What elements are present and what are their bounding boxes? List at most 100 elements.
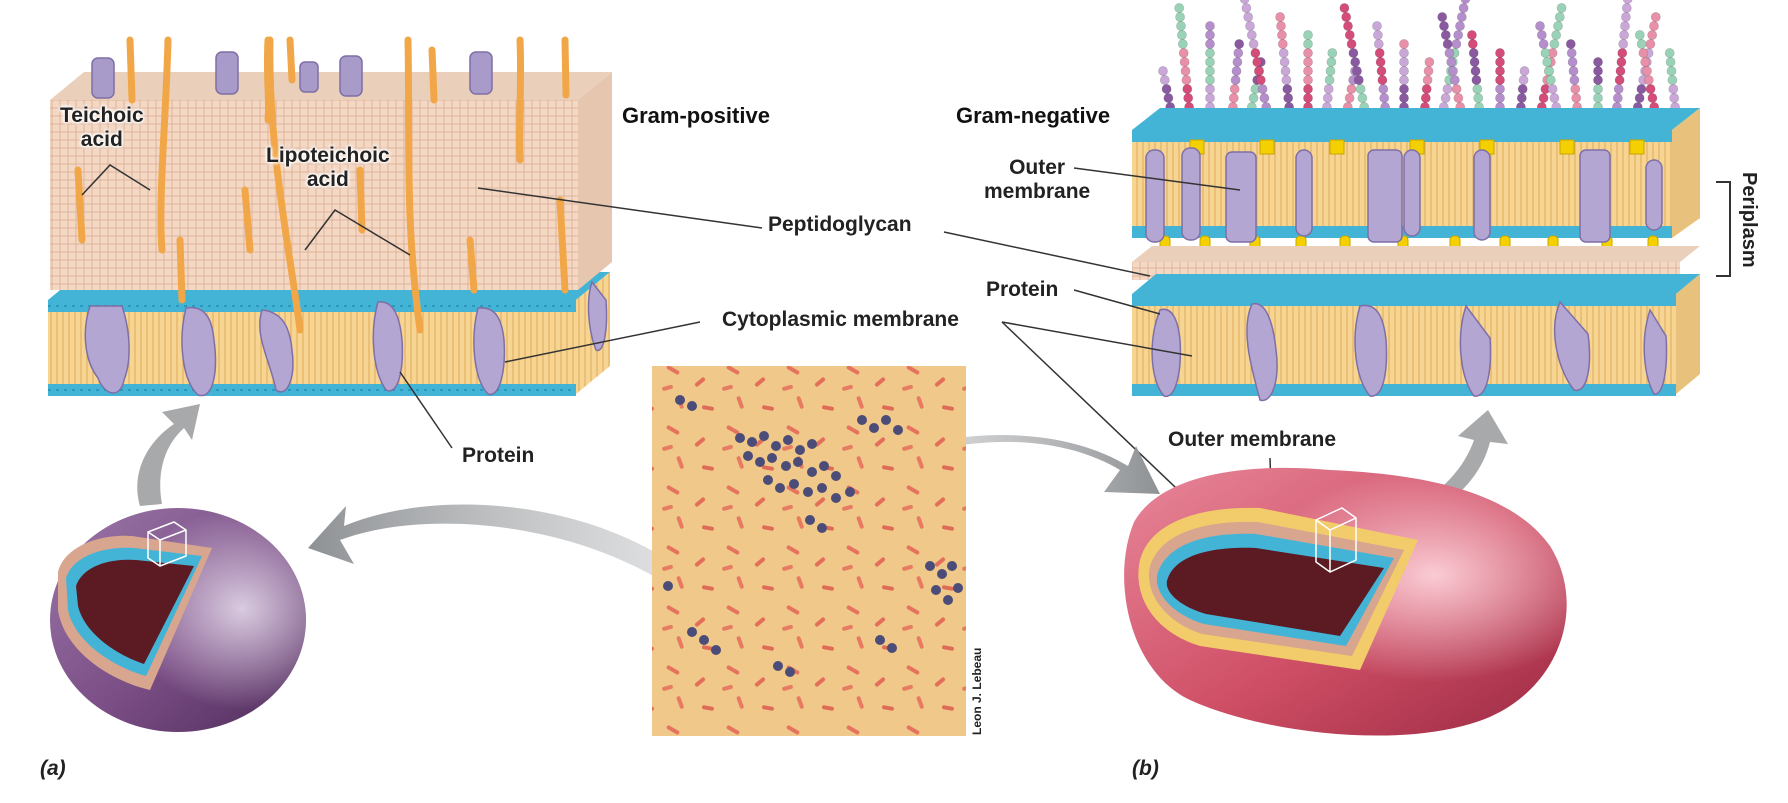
lps-bead: [1634, 93, 1645, 103]
lps-bead: [1350, 57, 1361, 67]
lps-bead: [1163, 93, 1174, 103]
lps-bead: [1205, 48, 1215, 58]
lps-bead: [1180, 66, 1191, 76]
lps-bead: [1638, 48, 1649, 58]
lps-bead: [1542, 57, 1553, 67]
lps-bead: [1495, 84, 1505, 94]
gn-membrane-proteins: [1145, 147, 1668, 402]
lps-bead: [1517, 84, 1528, 94]
lps-bead: [1451, 39, 1462, 49]
lps-bead: [1255, 75, 1266, 85]
lps-bead: [1642, 66, 1652, 76]
lps-bead: [1276, 21, 1286, 31]
lps-bead: [1205, 66, 1215, 76]
outer-membrane-top-label: Outer membrane: [984, 156, 1090, 203]
lps-bead: [1467, 39, 1478, 49]
lps-bead: [1343, 21, 1353, 31]
lps-bead: [1327, 48, 1338, 58]
lps-bead: [1275, 12, 1285, 22]
lps-bead: [1495, 57, 1505, 67]
gn-zoom-cube: [1315, 507, 1357, 573]
lps-bead: [1640, 57, 1651, 67]
lps-bead: [1446, 57, 1457, 67]
lps-bead: [1495, 48, 1505, 58]
lps-bead: [1182, 84, 1193, 94]
lps-bead: [1460, 0, 1471, 4]
lps-bead: [1470, 66, 1481, 76]
lps-bead: [1239, 0, 1250, 4]
lps-bead: [1593, 93, 1603, 103]
lps-bead: [1643, 75, 1654, 85]
lps-bead: [1278, 48, 1289, 58]
lps-bead: [1303, 75, 1313, 85]
lps-bead: [1622, 0, 1633, 4]
lps-bead: [1230, 75, 1241, 85]
lps-bead: [1634, 30, 1645, 40]
lps-bead: [1424, 57, 1435, 67]
lps-bead: [1538, 39, 1549, 49]
teichoic-acid-chains: [74, 36, 570, 334]
teichoic-acid-line-2: acid: [80, 127, 123, 151]
arrow-up-gram-positive: [137, 404, 200, 506]
lps-bead: [1373, 39, 1384, 49]
lps-bead: [1243, 12, 1254, 22]
lps-bead: [1376, 66, 1387, 76]
lps-bead: [1556, 3, 1567, 13]
lps-bead: [1645, 39, 1656, 49]
gp-surface-proteins: [91, 51, 493, 99]
gram-stain-micrograph: [652, 366, 966, 736]
lps-bead: [1519, 66, 1530, 76]
lps-bead: [1472, 84, 1483, 94]
gram-negative-cell: [1124, 467, 1567, 736]
lps-bead: [1252, 57, 1263, 67]
lps-bead: [1668, 84, 1679, 94]
lps-bead: [1259, 93, 1270, 103]
lipoteichoic-acid-line-1: Lipoteichoic: [266, 144, 390, 167]
lps-bead: [1246, 30, 1257, 40]
lps-bead: [1159, 75, 1170, 85]
lps-bead: [1248, 39, 1259, 49]
lps-bead: [1178, 48, 1189, 58]
lps-bead: [1303, 66, 1313, 76]
lps-bead: [1234, 39, 1245, 49]
lps-bead: [1593, 57, 1603, 67]
lps-bead: [1453, 30, 1464, 40]
lipoteichoic-acid-line-2: acid: [306, 167, 349, 191]
lps-bead: [1549, 93, 1560, 103]
gp-cytoplasmic-membrane: [48, 272, 610, 396]
lps-bead: [1324, 75, 1335, 85]
lps-bead: [1567, 57, 1578, 67]
lps-bead: [1232, 57, 1243, 67]
lps-bead: [1233, 48, 1244, 58]
lps-bead: [1571, 93, 1582, 103]
stained-cocci-clusters: [663, 395, 963, 677]
lps-bead: [1458, 3, 1469, 13]
gp-membrane-proteins: [84, 280, 608, 397]
lps-bead: [1282, 84, 1293, 94]
lps-bead: [1399, 93, 1409, 103]
lps-bead: [1467, 30, 1477, 40]
lps-bead: [1453, 93, 1464, 103]
lps-bead: [1650, 12, 1661, 22]
lps-bead: [1647, 30, 1658, 40]
lps-bead: [1420, 93, 1431, 103]
gram-negative-envelope: [943, 0, 1731, 529]
lps-bead: [1568, 66, 1579, 76]
lps-bead: [1621, 3, 1632, 13]
lps-bead: [1545, 75, 1556, 85]
lps-bead: [1323, 84, 1334, 94]
lps-bead: [1346, 39, 1357, 49]
lps-bead: [1303, 39, 1313, 49]
lps-bead: [1322, 93, 1333, 103]
outer-membrane-line-2: membrane: [984, 179, 1091, 203]
lps-bead: [1566, 48, 1577, 58]
lps-bead: [1377, 75, 1388, 85]
lps-bead: [1440, 30, 1451, 40]
lps-bead: [1205, 21, 1215, 31]
lps-bead: [1378, 84, 1389, 94]
lps-bead: [1645, 84, 1656, 94]
lps-bead: [1495, 75, 1505, 85]
lps-bead: [1569, 75, 1580, 85]
lps-bead: [1667, 75, 1678, 85]
